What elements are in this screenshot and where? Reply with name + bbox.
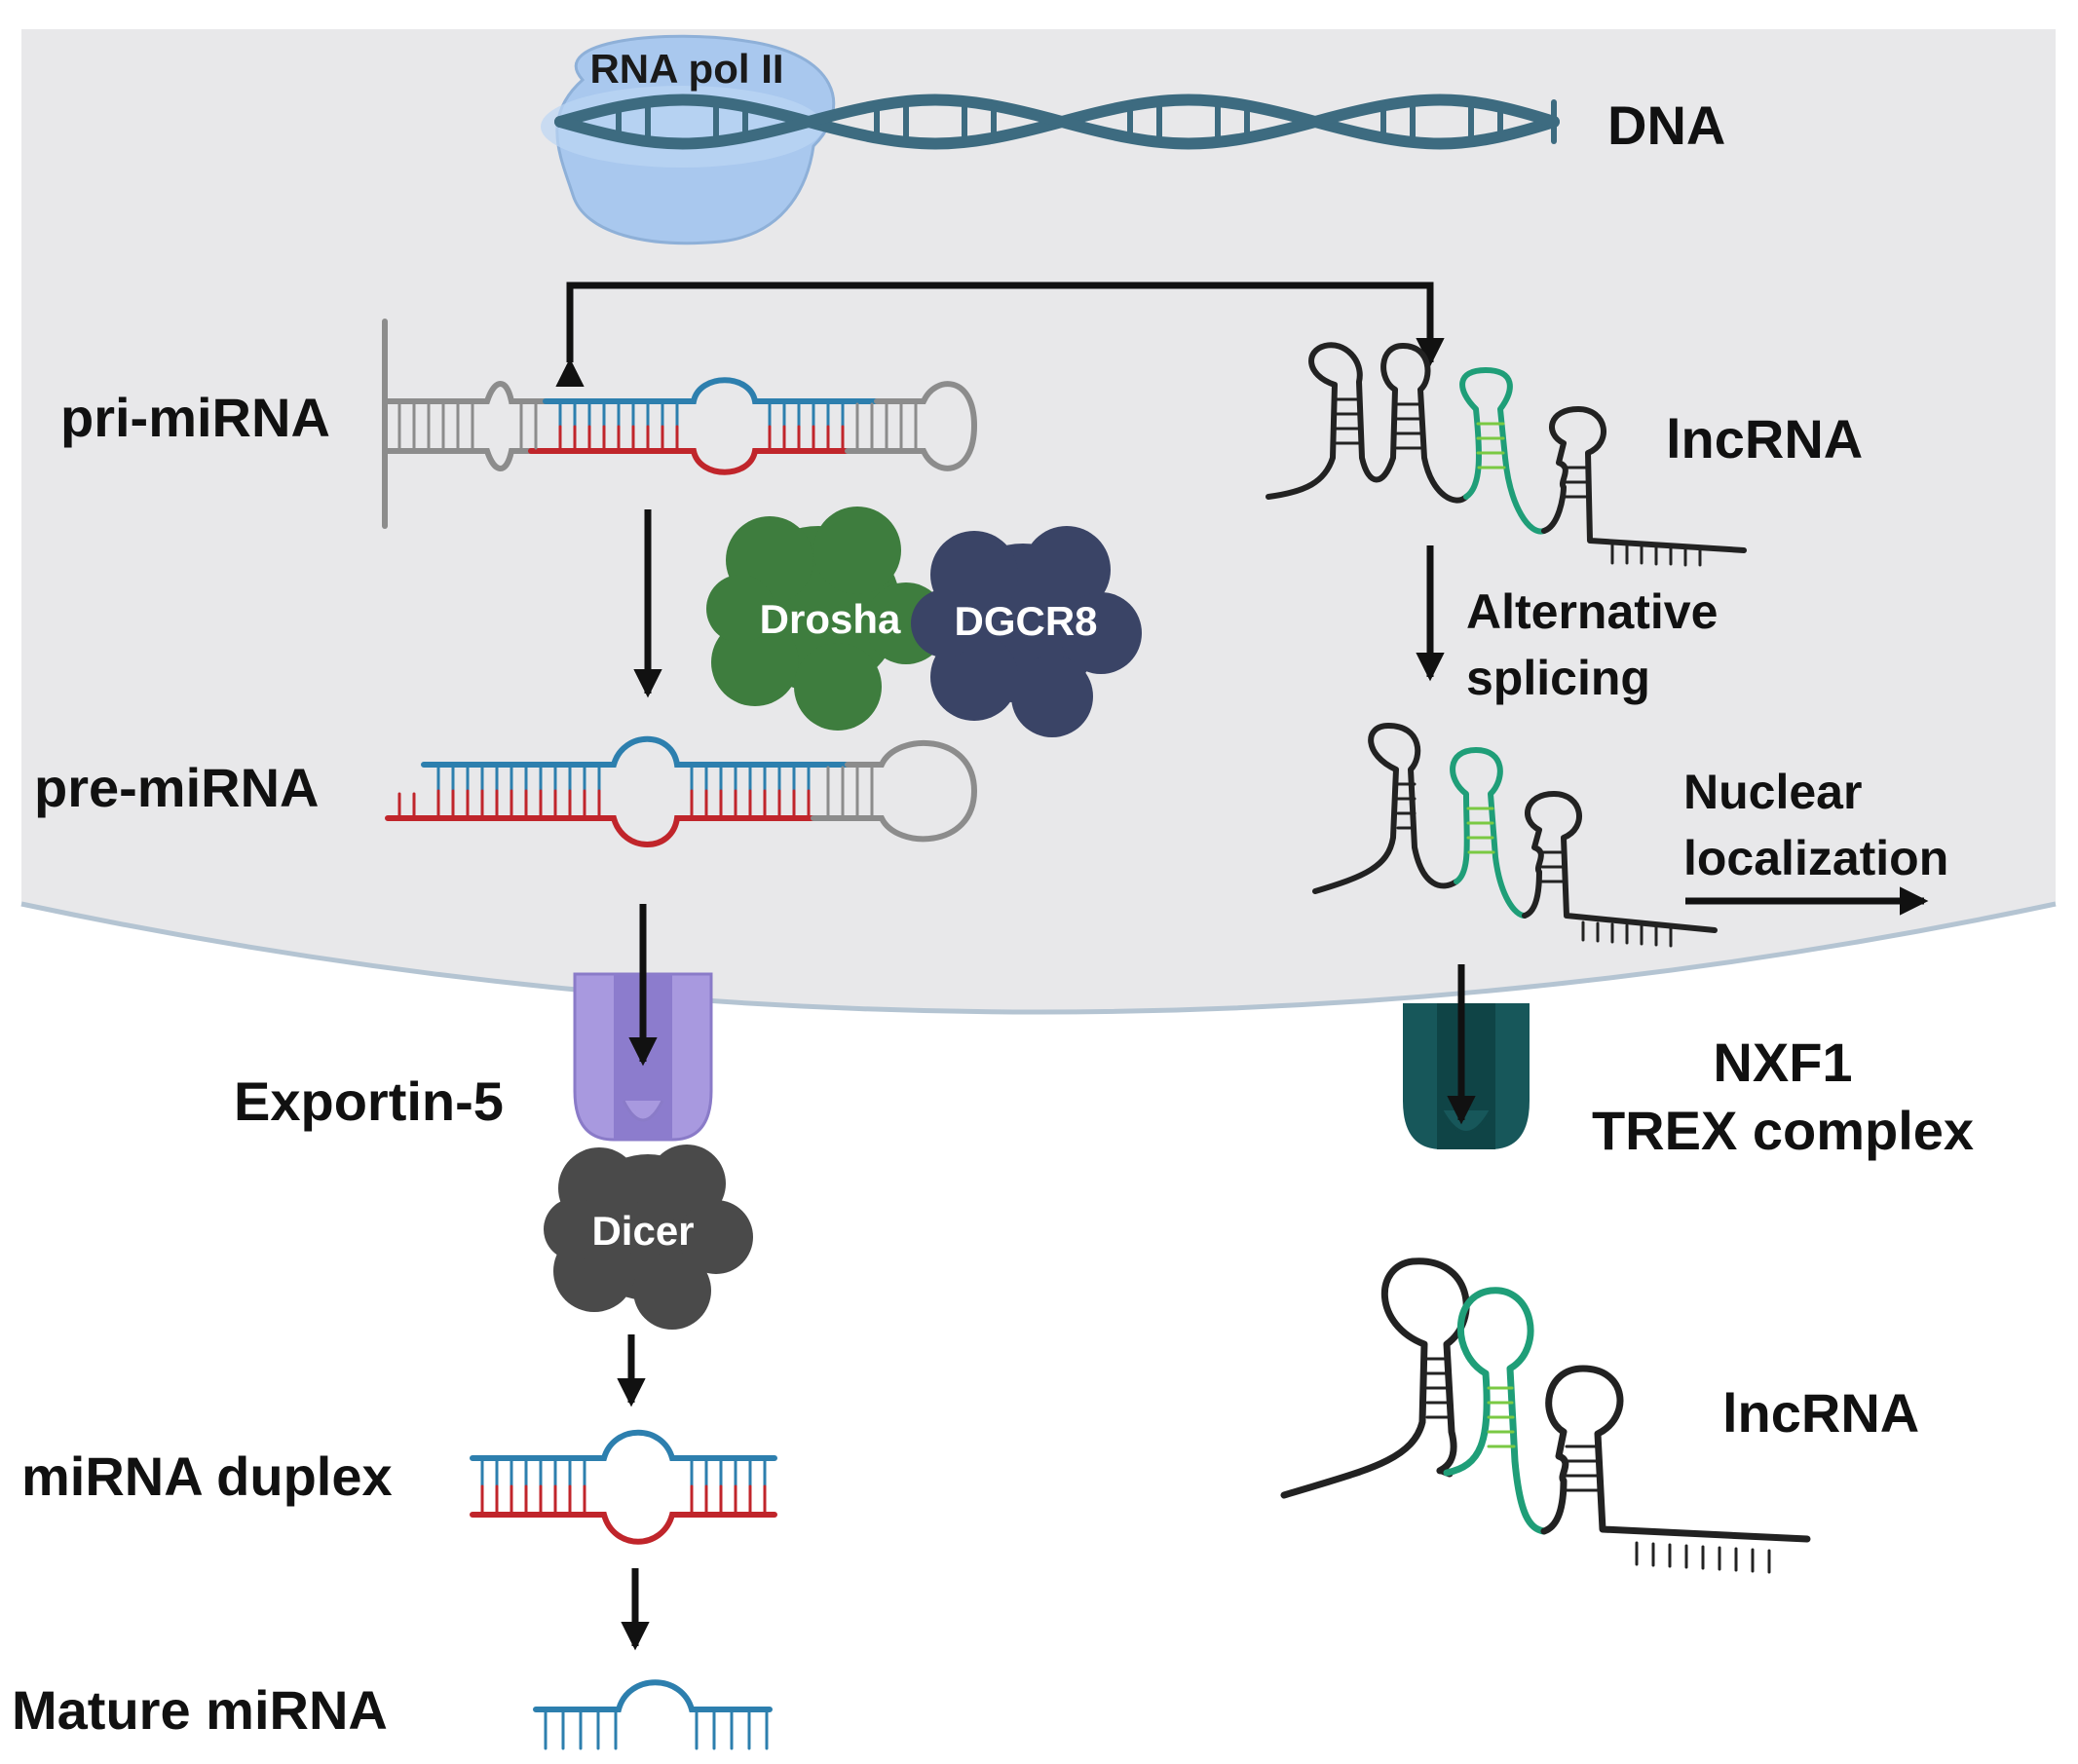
nxf1-label: NXF1 [1713,1032,1852,1093]
rna-pol-label: RNA pol II [589,46,783,92]
lncrna-cytoplasm-structure [1280,1257,1811,1574]
exportin-label: Exportin-5 [234,1070,504,1132]
mirna-duplex-label: miRNA duplex [21,1445,393,1507]
lncrna-precursor-structure [1266,342,1747,567]
alt-splicing-label-2: splicing [1466,651,1650,705]
dna-helix [554,94,1560,150]
mirna-duplex-structure [470,1429,777,1545]
nuclear-membrane [20,901,2057,1015]
lncrna-spliced-structure [1312,723,1718,948]
drosha-label: Drosha [760,596,901,642]
dna-label: DNA [1607,94,1725,156]
dgcr8-protein [911,526,1142,737]
nuclear-label-1: Nuclear [1683,765,1862,819]
pre-mirna-label: pre-miRNA [34,757,319,818]
trex-label: TREX complex [1592,1100,1974,1161]
alt-splicing-label-1: Alternative [1466,584,1718,639]
branch-arrow [555,281,1445,387]
dgcr8-label: DGCR8 [954,598,1097,644]
lncrna-top-label: lncRNA [1666,408,1863,469]
pri-mirna-structure [382,319,978,529]
nuclear-label-2: localization [1683,831,1948,885]
mature-mirna-structure [533,1679,773,1750]
nxf1-trex-complex [1403,1003,1530,1149]
mature-mirna-label: Mature miRNA [12,1679,388,1741]
pri-mirna-label: pri-miRNA [60,387,330,448]
dicer-protein [544,1145,753,1330]
pre-mirna-structure [385,735,978,847]
dicer-label: Dicer [591,1208,694,1254]
lncrna-bottom-label: lncRNA [1722,1382,1919,1444]
